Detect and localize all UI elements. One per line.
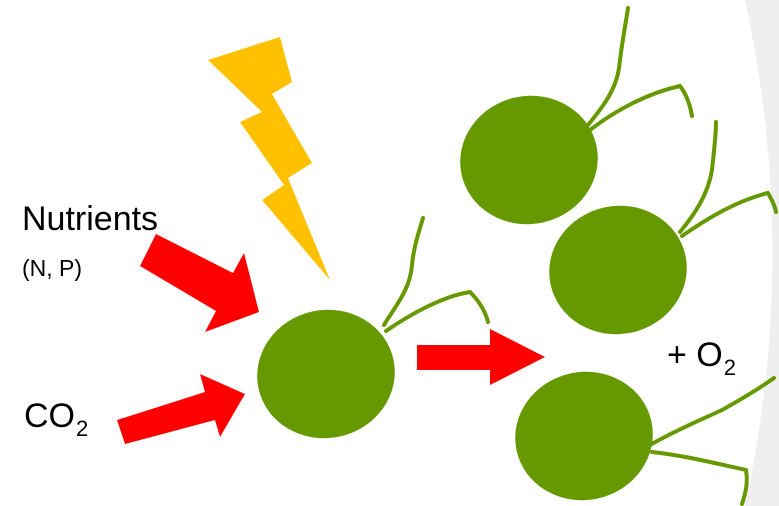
co2-label-subscript: 2 [76, 416, 89, 441]
co2-arrow [117, 374, 245, 444]
o2-label-main: + O [667, 336, 723, 374]
central-cell-flagellum-upper [382, 216, 425, 327]
algae-cell-icon [549, 205, 687, 335]
o2-label: + O2 [667, 336, 736, 379]
central-cell-flagellum-lower [384, 289, 490, 333]
middle-algae-cell [549, 120, 778, 335]
bottom-algae-cell [515, 371, 776, 506]
bottom-cell-flagellum-upper [648, 376, 776, 447]
lightning-bolt-icon [208, 37, 330, 280]
central-algae-cell [257, 216, 490, 439]
middle-cell-flagellum-lower [680, 190, 778, 238]
algae-cell-icon [460, 95, 598, 225]
middle-cell-flagellum-upper [678, 120, 718, 234]
nutrients-label: Nutrients [22, 200, 159, 238]
top-cell-flagellum-upper [586, 6, 630, 127]
top-algae-cell [460, 6, 694, 225]
algae-cell-icon [515, 371, 653, 501]
top-cell-flagellum-lower [588, 83, 694, 132]
nutrients-arrow [140, 234, 259, 332]
output-arrow [417, 329, 545, 385]
co2-label: CO2 [24, 397, 88, 440]
nutrients-detail-label: (N, P) [22, 255, 83, 281]
background-rim [745, 0, 779, 506]
bottom-cell-flagellum-lower [650, 450, 749, 506]
algae-cell-icon [257, 309, 395, 439]
co2-label-main: CO [24, 397, 75, 435]
o2-label-subscript: 2 [723, 355, 736, 380]
